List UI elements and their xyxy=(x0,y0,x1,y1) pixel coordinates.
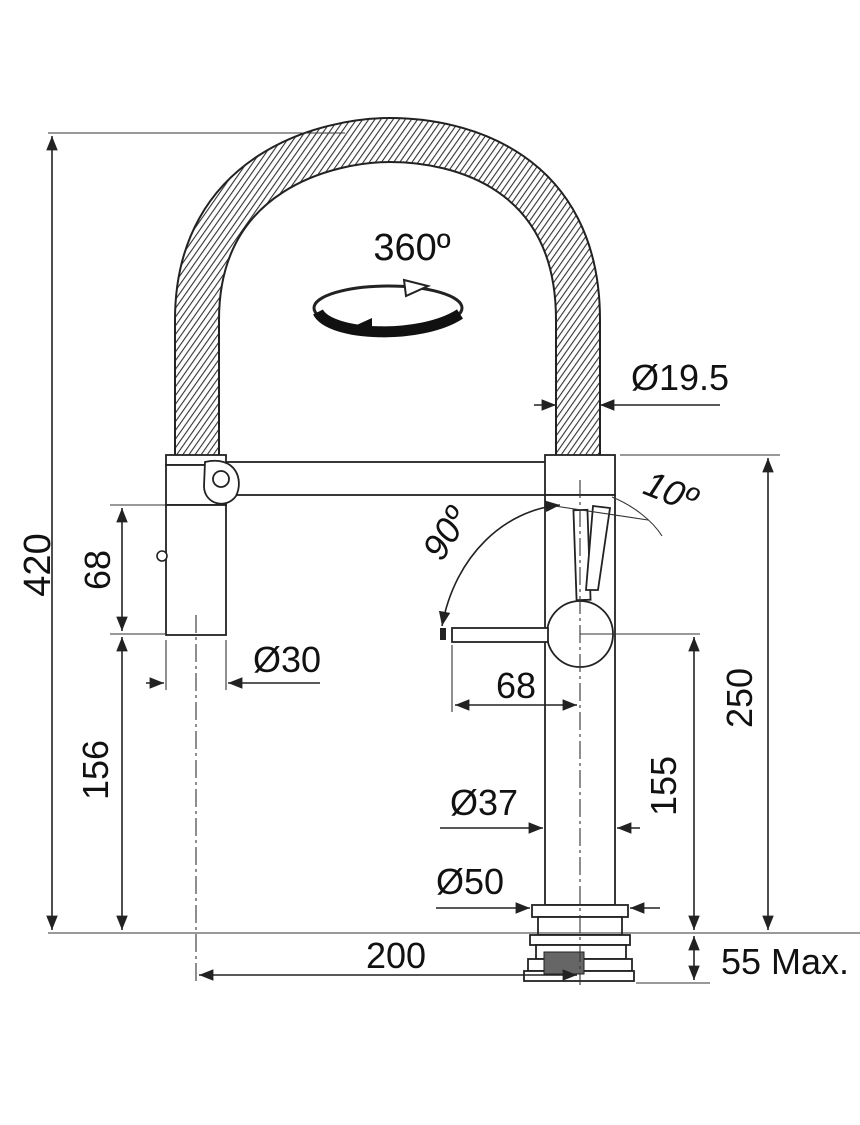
base-fixing xyxy=(523,904,635,982)
spout-arm xyxy=(224,461,554,496)
label-rotation: 360º xyxy=(373,227,450,269)
label-lever-height: 155 xyxy=(643,756,684,816)
label-total-height: 420 xyxy=(17,533,59,596)
label-body-diameter: Ø37 xyxy=(450,782,518,823)
label-holder-length: 68 xyxy=(77,550,118,590)
label-lever-angle: 90º xyxy=(414,498,478,566)
rotation-arrows-icon xyxy=(312,278,464,338)
label-holder-diameter: Ø30 xyxy=(253,639,321,680)
dim-body-height xyxy=(620,454,780,930)
dim-holder-length xyxy=(110,504,165,635)
label-deck-thickness: 55 Max. xyxy=(721,941,849,982)
dim-holder-diameter xyxy=(146,640,320,690)
dim-handle-tilt xyxy=(547,496,663,537)
dim-lever-reach xyxy=(451,645,577,712)
label-reach: 200 xyxy=(366,935,426,976)
label-lever-reach: 68 xyxy=(496,665,536,706)
dim-deck-thickness xyxy=(636,936,710,984)
label-body-height: 250 xyxy=(719,668,760,728)
flexible-hose xyxy=(174,116,601,455)
spray-holder xyxy=(156,454,240,636)
dim-total-height xyxy=(46,132,860,934)
label-hose-diameter: Ø19.5 xyxy=(631,357,729,398)
label-base-diameter: Ø50 xyxy=(436,861,504,902)
axis-lines xyxy=(195,480,700,985)
dim-lever-angle xyxy=(438,500,561,627)
label-handle-tilt: 10º xyxy=(638,462,704,521)
label-holder-height: 156 xyxy=(75,740,116,800)
